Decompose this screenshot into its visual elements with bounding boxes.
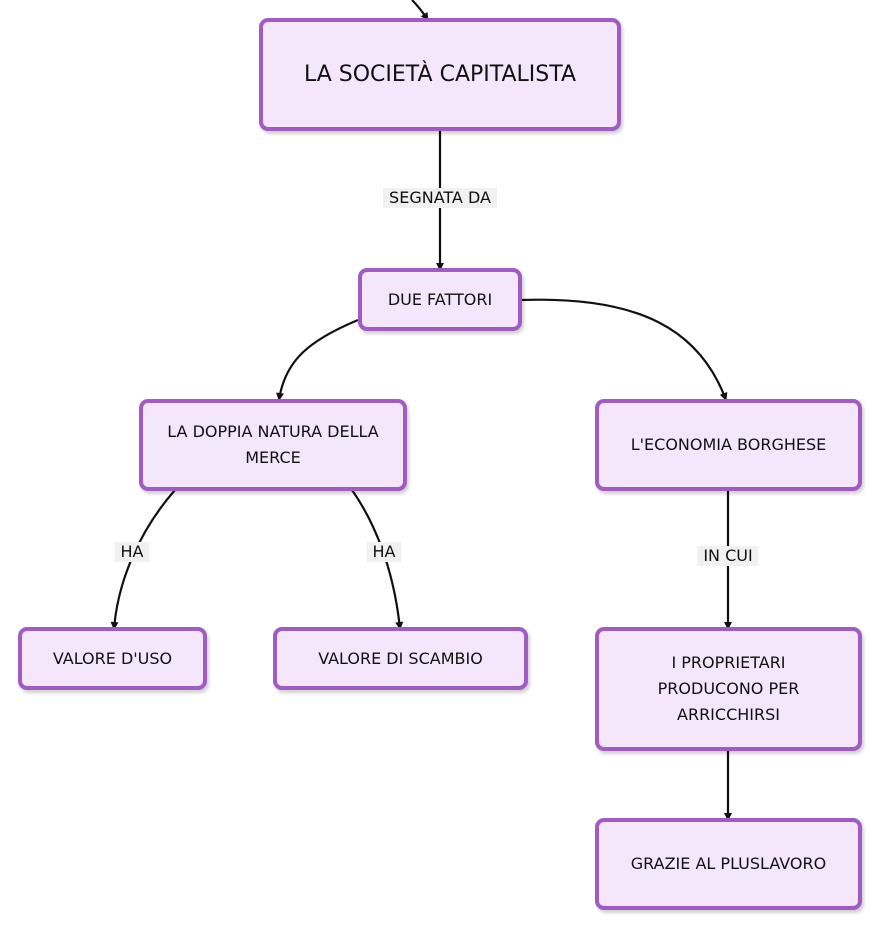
node-pluslavoro[interactable]: GRAZIE AL PLUSLAVORO (595, 818, 862, 910)
node-societa-capitalista[interactable]: LA SOCIETÀ CAPITALISTA (259, 18, 621, 131)
node-proprietari[interactable]: I PROPRIETARI PRODUCONO PER ARRICCHIRSI (595, 627, 862, 751)
node-doppia-natura-merce[interactable]: LA DOPPIA NATURA DELLA MERCE (139, 399, 407, 491)
edge-fattori-to-economia (521, 298, 728, 401)
node-due-fattori[interactable]: DUE FATTORI (358, 268, 522, 331)
edge-fattori-to-doppia-natura (276, 318, 359, 401)
node-valore-uso[interactable]: VALORE D'USO (18, 627, 207, 690)
edge-label-ha-valore-scambio: HA (366, 542, 402, 562)
node-economia-borghese[interactable]: L'ECONOMIA BORGHESE (595, 399, 862, 491)
edge-incoming-to-societa (411, 0, 429, 21)
edge-label-ha-valore-uso: HA (114, 542, 150, 562)
node-valore-scambio[interactable]: VALORE DI SCAMBIO (273, 627, 528, 690)
edge-label-in-cui: IN CUI (697, 546, 759, 566)
edge-label-segnata-da: SEGNATA DA (383, 188, 497, 208)
